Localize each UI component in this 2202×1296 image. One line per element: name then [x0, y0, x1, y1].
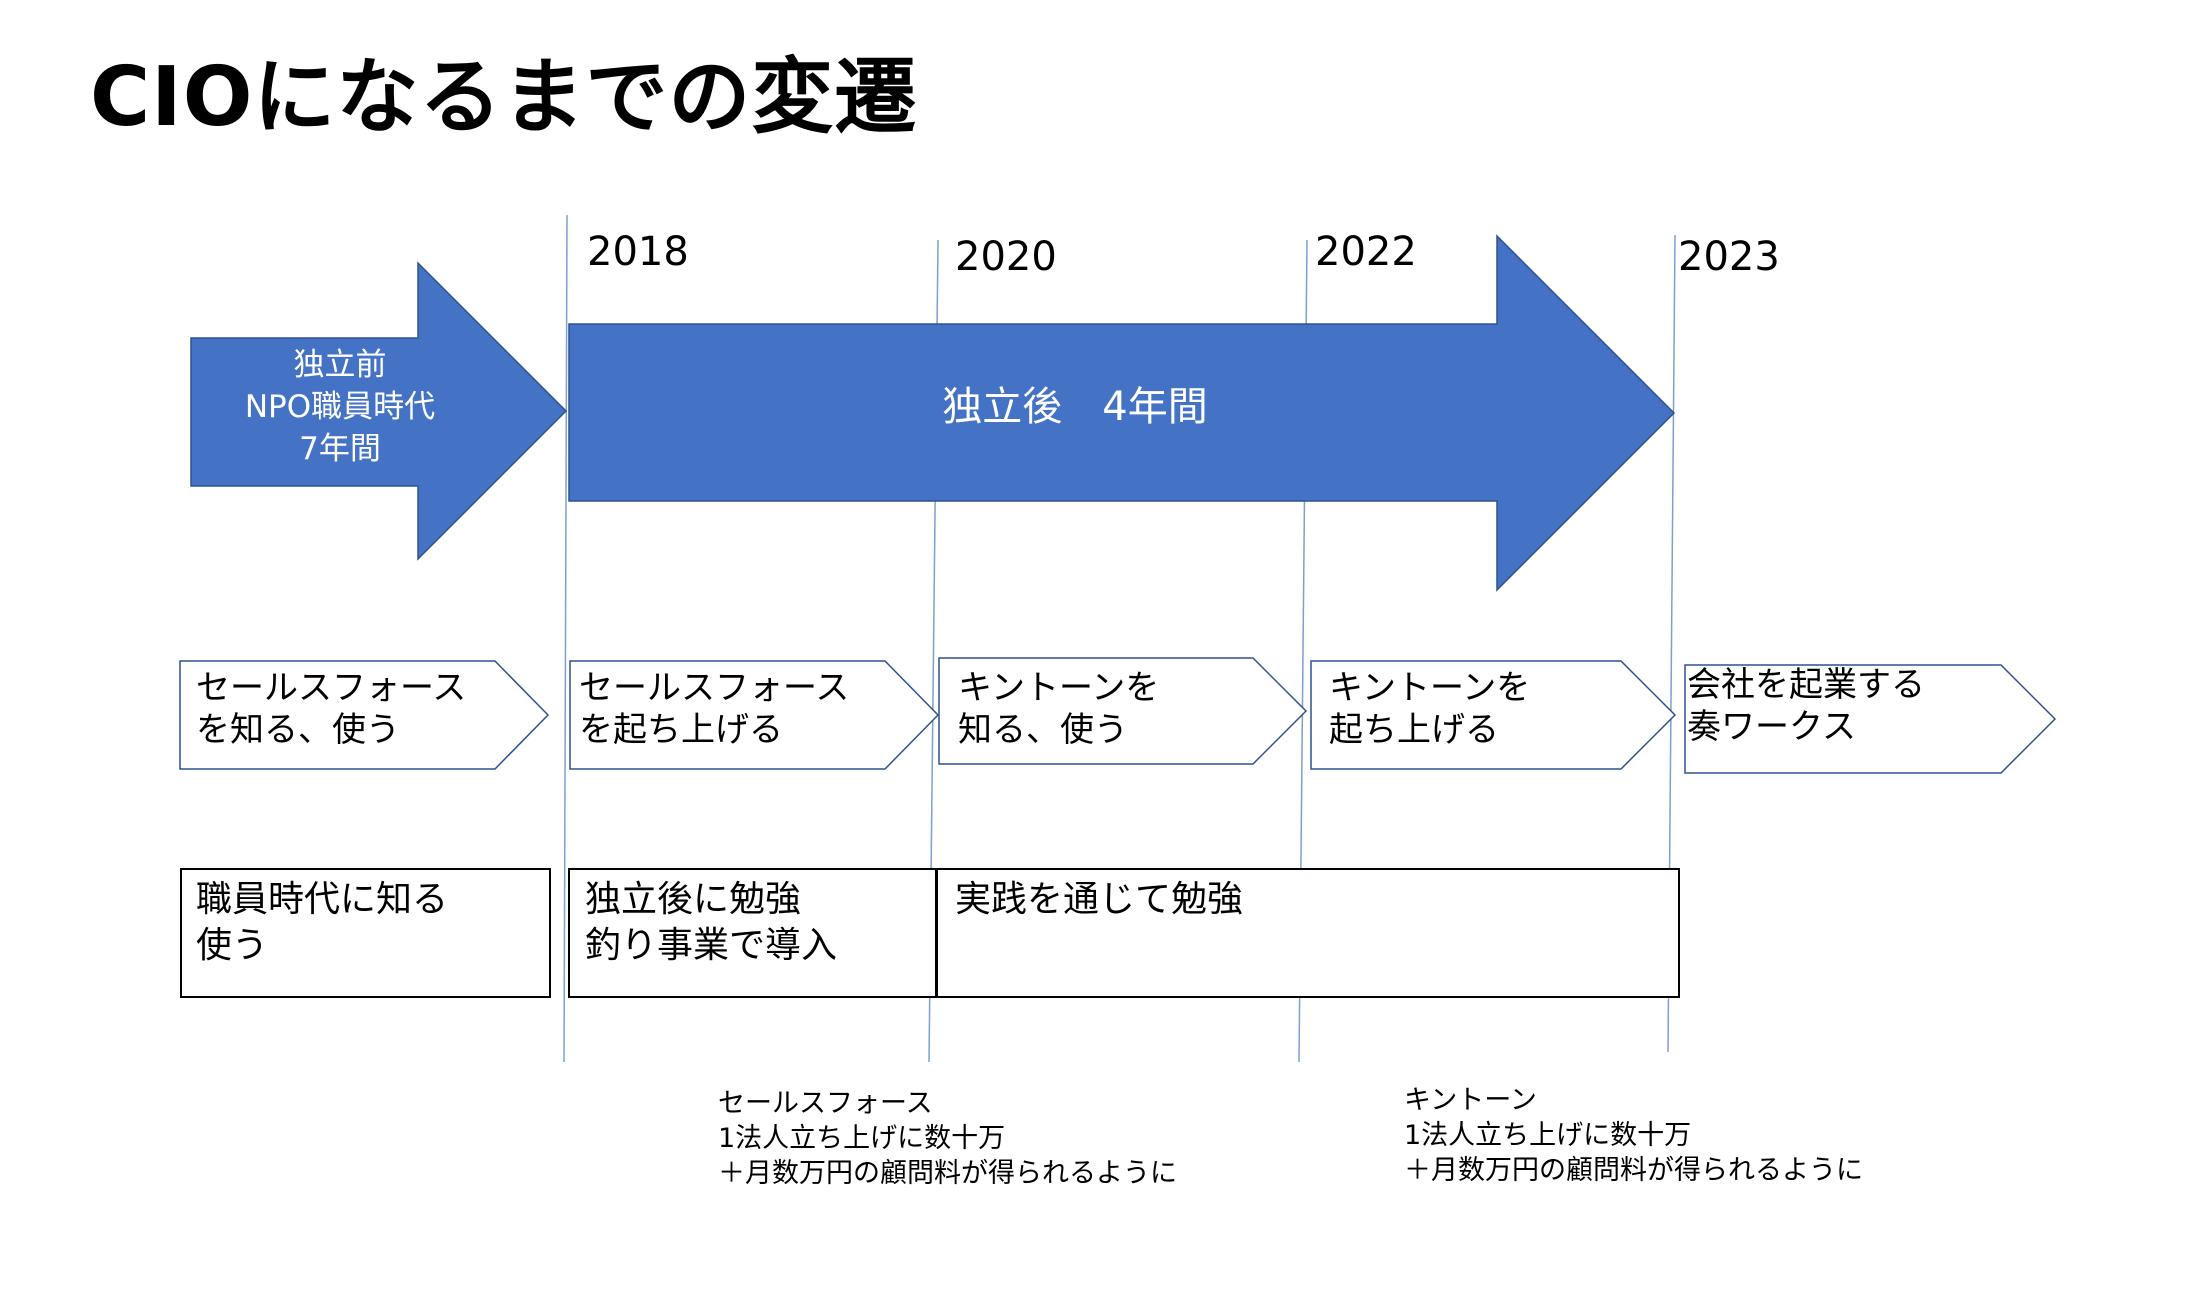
chevron-3 [938, 657, 1308, 765]
chevron-3-line-2: 知る、使う [958, 710, 1128, 750]
box-3 [936, 868, 1680, 998]
note-1-line-1: セールスフォース [718, 1088, 933, 1119]
chevron-4-line-1: キントーンを [1329, 668, 1530, 708]
box-1-line-2: 使う [196, 925, 268, 966]
chevron-row [179, 657, 2057, 774]
chevron-4-line-2: 起ち上げる [1329, 710, 1499, 750]
box-2-line-1: 独立後に勉強 [585, 879, 801, 920]
chevron-2-line-1: セールスフォース [579, 668, 849, 708]
chevron-3-line-1: キントーンを [958, 668, 1159, 708]
box-1 [180, 868, 551, 998]
chevron-5-line-2: 奏ワークス [1687, 707, 1856, 747]
year-labels: 2018 2020 2022 2023 [587, 229, 1780, 280]
chevron-1-line-1: セールスフォース [196, 668, 466, 708]
year-label-2018: 2018 [587, 229, 689, 275]
note-1-line-2: 1法人立ち上げに数十万 [718, 1123, 1005, 1154]
arrow-before-line-1: 独立前 [294, 347, 387, 383]
arrow-before-line-2: NPO職員時代 [245, 389, 435, 425]
year-label-2022: 2022 [1315, 229, 1417, 275]
chevron-5-line-1: 会社を起業する [1687, 665, 1925, 705]
chevron-1-line-2: を知る、使う [196, 710, 400, 750]
notes: セールスフォース 1法人立ち上げに数十万 ＋月数万円の顧問料が得られるように キ… [718, 1085, 1863, 1189]
chevron-2 [569, 660, 940, 770]
note-1-line-3: ＋月数万円の顧問料が得られるように [718, 1158, 1177, 1189]
box-3-line-1: 実践を通じて勉強 [955, 879, 1243, 920]
arrow-after-independence [568, 234, 1676, 592]
box-labels: 職員時代に知る 使う 独立後に勉強 釣り事業で導入 実践を通じて勉強 [196, 879, 1243, 966]
arrow-before-label: 独立前 NPO職員時代 7年間 [245, 347, 435, 467]
chevron-labels: セールスフォース を知る、使う セールスフォース を起ち上げる キントーンを 知… [196, 665, 1925, 750]
chevron-2-line-2: を起ち上げる [579, 710, 783, 750]
chevron-4 [1310, 660, 1677, 770]
year-label-2020: 2020 [955, 234, 1057, 280]
arrow-before-independence [190, 261, 568, 561]
box-1-line-1: 職員時代に知る [196, 879, 448, 920]
box-2-line-2: 釣り事業で導入 [585, 925, 837, 966]
box-2 [568, 868, 937, 998]
study-boxes [180, 868, 1680, 998]
note-2-line-2: 1法人立ち上げに数十万 [1404, 1120, 1691, 1151]
guide-line-2018 [563, 214, 568, 1063]
chevron-1 [179, 660, 550, 770]
page-title: CIOになるまでの変遷 [90, 50, 918, 145]
year-label-2023: 2023 [1678, 234, 1780, 280]
note-2-line-3: ＋月数万円の顧問料が得られるように [1404, 1155, 1863, 1186]
arrow-before-line-3: 7年間 [299, 431, 381, 467]
note-2-line-1: キントーン [1404, 1085, 1537, 1116]
arrow-after-label: 独立後 4年間 [942, 384, 1207, 430]
chevron-5 [1684, 664, 2057, 774]
